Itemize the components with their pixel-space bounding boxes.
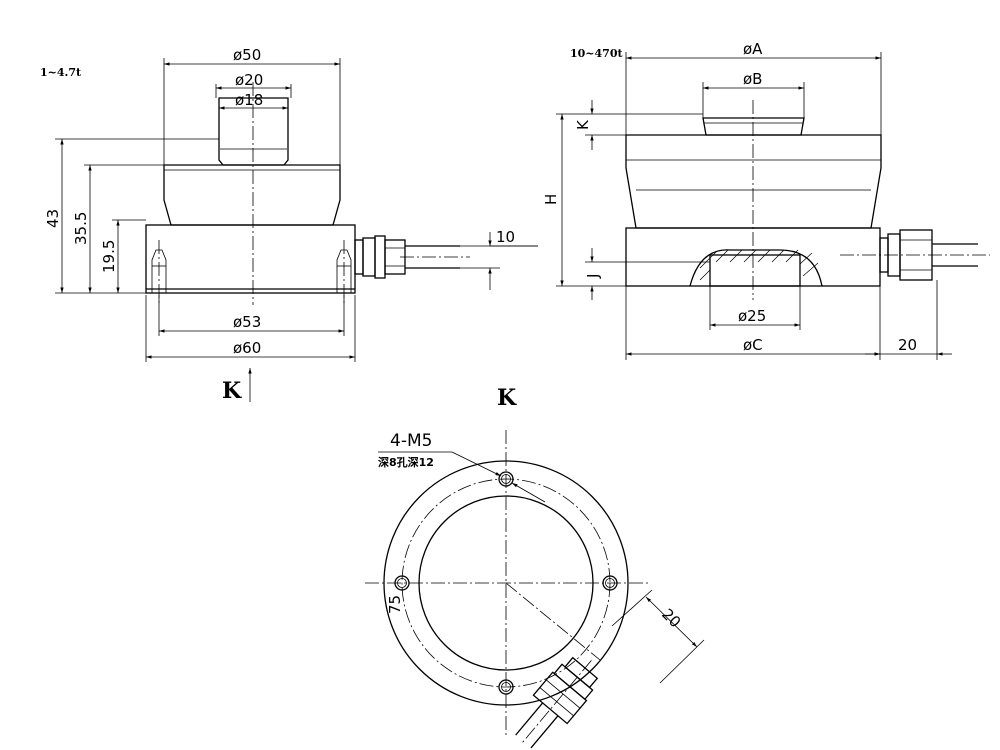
dim-t20: 20 xyxy=(898,336,917,354)
left-upper-body xyxy=(163,164,341,226)
dim-h35-5: 35.5 xyxy=(72,212,90,245)
dim-K: K xyxy=(574,119,592,130)
dim-d50: ø50 xyxy=(233,46,261,64)
angle-label: 75 xyxy=(386,595,404,614)
thread-label: 4-M5 xyxy=(390,431,432,451)
dim-d18: ø18 xyxy=(235,91,263,109)
bottom-cable-gland xyxy=(515,656,599,749)
bottom-view-title: K xyxy=(497,385,517,411)
view-arrow-label: K xyxy=(222,378,242,404)
dim-d20: ø20 xyxy=(235,71,263,89)
dim-dC: øC xyxy=(743,336,763,354)
depth-label: 深8孔深12 xyxy=(378,455,434,469)
thread-leader xyxy=(451,451,502,477)
dim-h43: 43 xyxy=(44,209,62,228)
right-view: 10~470t xyxy=(542,40,990,360)
bottom-view: K 4-M5 深8孔深12 75 xyxy=(365,385,705,749)
dim-d53: ø53 xyxy=(233,313,261,331)
right-upper-body xyxy=(625,134,882,229)
right-recess-outline xyxy=(689,249,823,287)
bolt-hole-right xyxy=(602,575,618,591)
bolt-hole-left xyxy=(394,575,410,591)
bolt-hole-bottom xyxy=(498,679,514,695)
dim-H: H xyxy=(542,194,560,205)
right-recess-pocket xyxy=(709,254,801,287)
dim-h19-5: 19.5 xyxy=(100,240,118,273)
right-top-button xyxy=(702,117,805,136)
bolt-hole-top xyxy=(498,471,514,487)
offset-label: 20 xyxy=(658,605,684,631)
left-base xyxy=(145,224,356,294)
right-hatching xyxy=(699,249,819,281)
left-view: 1~4.7t ø50 xyxy=(40,46,538,404)
offset-dim-line xyxy=(645,596,698,648)
dim-dB: øB xyxy=(743,70,762,88)
right-range-label: 10~470t xyxy=(570,47,623,60)
dim-dA: øA xyxy=(743,40,763,58)
left-cable-gland xyxy=(354,235,470,279)
left-range-label: 1~4.7t xyxy=(40,66,82,79)
dim-d60: ø60 xyxy=(233,339,261,357)
dim-d25: ø25 xyxy=(738,307,766,325)
right-cable-gland xyxy=(840,229,990,281)
dim-J: J xyxy=(584,274,602,279)
dim-t10: 10 xyxy=(496,228,515,246)
